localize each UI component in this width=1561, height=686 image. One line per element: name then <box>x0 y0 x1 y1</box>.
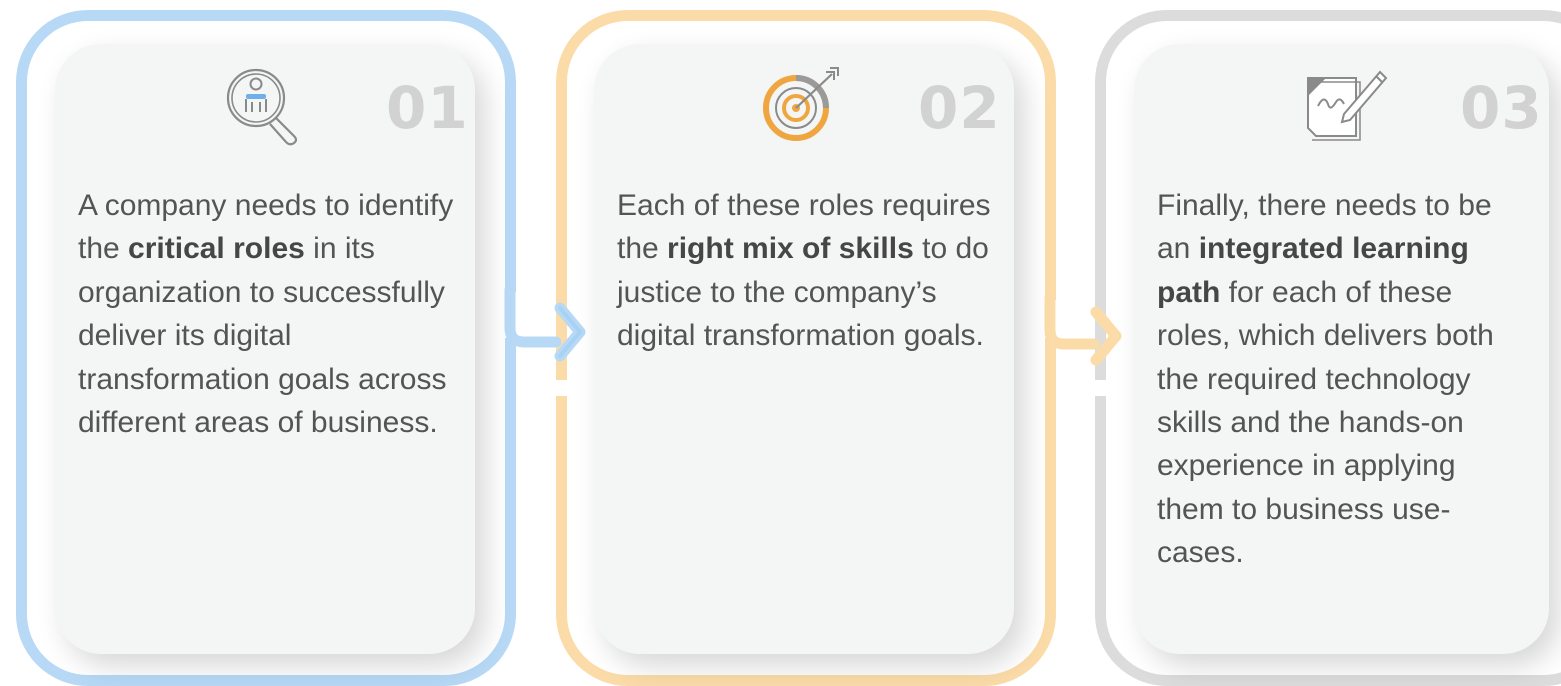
frame-gap <box>551 380 567 396</box>
step-3-description: Finally, there needs to be an integrated… <box>1157 189 1494 570</box>
step-1-description: A company needs to identify the critical… <box>78 189 454 440</box>
step-1-highlight: critical roles <box>128 232 305 266</box>
signed-document-pen-icon <box>1307 70 1388 141</box>
step-number: 01 <box>386 74 469 142</box>
step-2-card <box>594 44 1014 654</box>
step-number: 02 <box>918 74 1001 142</box>
step-2-description: Each of these roles requires the right m… <box>617 189 991 353</box>
step-1-card <box>55 44 475 654</box>
frame-gap <box>1090 380 1106 396</box>
connector-arrow-2 <box>1044 292 1122 366</box>
step-number: 03 <box>1460 74 1543 142</box>
person-search-icon <box>226 68 298 146</box>
target-arrow-icon <box>763 67 839 141</box>
step-2-highlight: right mix of skills <box>667 232 914 266</box>
step-3-card <box>1134 44 1549 654</box>
connector-arrow-1 <box>504 284 586 362</box>
step-3-highlight: integrated learning path <box>1157 232 1469 309</box>
